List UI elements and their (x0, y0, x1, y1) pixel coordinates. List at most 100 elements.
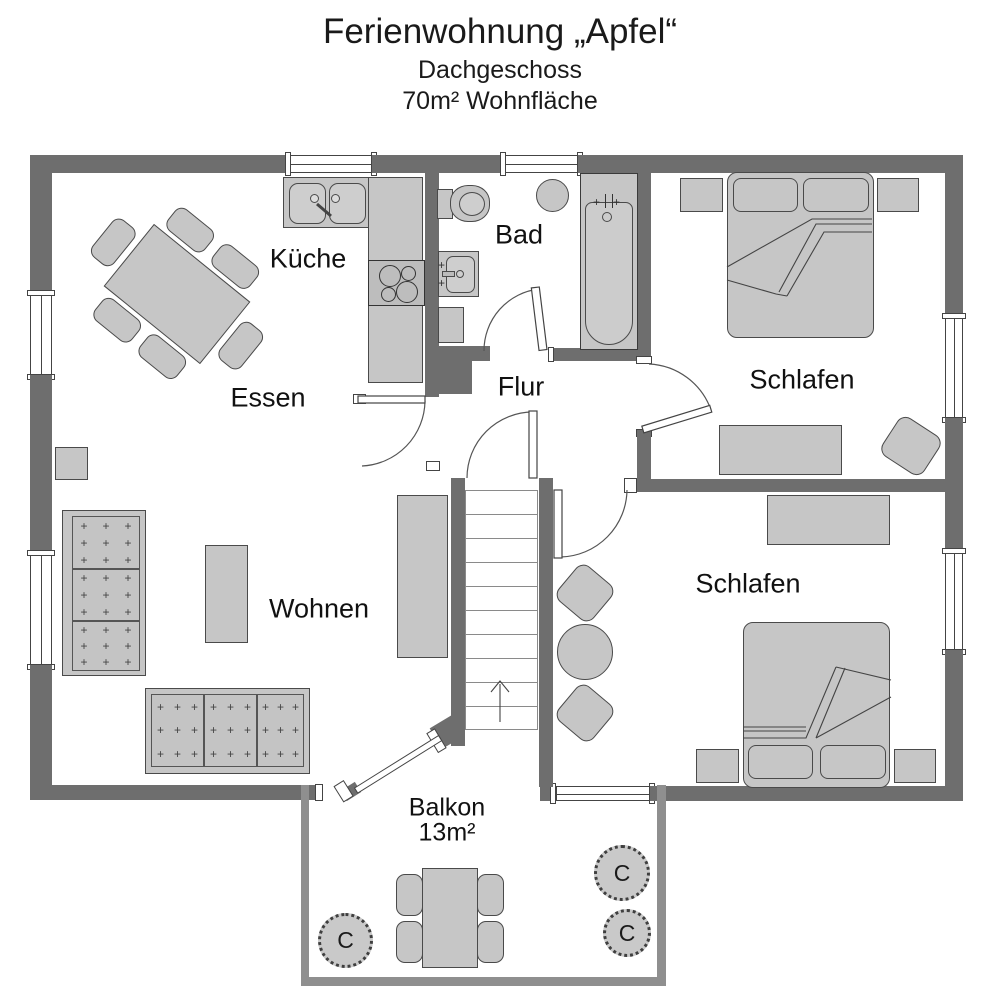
upholstery-mark: + (80, 639, 88, 653)
room-label-bad: Bad (494, 219, 544, 250)
burner-small (401, 266, 416, 281)
upholstery-mark: + (80, 587, 88, 602)
upholstery-mark: + (124, 535, 132, 550)
plant-label: C (613, 859, 631, 886)
upholstery-mark: + (80, 571, 88, 586)
bath-sink-knob (456, 270, 464, 278)
upholstery-mark: + (190, 747, 198, 762)
plant-pot: C (594, 845, 650, 901)
chair-bedroom2 (552, 680, 618, 746)
door-leaf-bedroom1 (641, 404, 713, 434)
upholstery-mark: + (124, 639, 132, 653)
upholstery-mark: + (291, 723, 299, 738)
upholstery-mark: + (102, 552, 110, 567)
wall-stairs-right (539, 478, 553, 787)
upholstery-mark: + (102, 535, 110, 550)
table-bedroom2 (557, 624, 613, 680)
room-label-balkon: Balkon (408, 793, 486, 822)
upholstery-mark: + (173, 723, 181, 738)
wall-end-angled (340, 781, 362, 802)
door-arc-bedroom2 (560, 489, 628, 558)
burner-large (379, 265, 401, 287)
door-leaf-stairs (528, 410, 538, 479)
upholstery-mark: + (226, 723, 234, 738)
bath-stool (536, 179, 569, 212)
pillow (748, 745, 813, 779)
window-cap (942, 548, 966, 554)
tap-mark: + (593, 195, 601, 209)
sofa-cushion: +++++++++ (72, 516, 140, 569)
pillow (820, 745, 886, 779)
door-arc-bath (483, 288, 540, 352)
staircase (465, 490, 538, 730)
balcony-chair (396, 921, 423, 963)
sofa-cushion: +++++++++ (257, 694, 304, 767)
upholstery-mark: + (156, 723, 164, 738)
bathtub-tap (605, 194, 613, 208)
upholstery-mark: + (209, 723, 217, 738)
window-right-bedroom2 (945, 553, 963, 650)
upholstery-mark: + (102, 623, 110, 637)
wall-bottom-bedroom2 (650, 786, 963, 801)
room-label-schlafen2: Schlafen (695, 568, 801, 599)
upholstery-mark: + (291, 699, 299, 714)
plant-label: C (337, 927, 354, 953)
dresser-bedroom2 (767, 495, 890, 545)
window-right-bedroom1 (945, 318, 963, 418)
wall-bath-bedroom1 (637, 173, 651, 361)
upholstery-mark: + (261, 699, 269, 714)
upholstery-mark: + (209, 699, 217, 714)
sink-basin-right (329, 183, 366, 224)
wall-left-3 (30, 665, 52, 798)
nightstand (696, 749, 739, 783)
upholstery-mark: + (102, 518, 110, 533)
upholstery-mark: + (261, 723, 269, 738)
upholstery-mark: + (156, 699, 164, 714)
door-leaf-bedroom2 (553, 489, 563, 559)
upholstery-mark: + (124, 604, 132, 619)
room-label-flur: Flur (497, 371, 545, 402)
room-label-kueche: Küche (269, 243, 347, 274)
window-bedroom2-balcony (556, 786, 650, 801)
window-left-living (30, 555, 52, 665)
duct-block (439, 361, 472, 394)
plant-label: C (618, 919, 636, 946)
upholstery-mark: + (243, 699, 251, 714)
balcony-chair (477, 921, 504, 963)
tap-mark: + (438, 276, 446, 290)
nightstand (894, 749, 936, 783)
chair-bedroom2 (552, 560, 618, 626)
door-leaf-balcony (353, 734, 443, 794)
burner-small (381, 287, 396, 302)
sofa-cushion: +++++++++ (151, 694, 204, 767)
wall-left-2 (30, 375, 52, 555)
bathtub-basin (585, 202, 633, 345)
tap-mark: + (613, 195, 621, 209)
window-cap (942, 313, 966, 319)
door-leaf-bath (530, 286, 548, 352)
wall-bedrooms-divider (637, 479, 947, 492)
upholstery-mark: + (173, 747, 181, 762)
tv-board (397, 495, 448, 658)
window-cap (27, 290, 55, 296)
upholstery-mark: + (243, 723, 251, 738)
upholstery-mark: + (190, 699, 198, 714)
pillow (733, 178, 798, 212)
wall-right-2 (945, 418, 963, 553)
room-label-schlafen1: Schlafen (749, 364, 855, 395)
door-frame-cap (353, 394, 366, 404)
upholstery-mark: + (102, 639, 110, 653)
upholstery-mark: + (276, 699, 284, 714)
window-cap (285, 152, 291, 176)
wall-flur-bedroom1 (637, 430, 651, 480)
upholstery-mark: + (80, 552, 88, 567)
door-leaf-dining (357, 395, 426, 404)
wall-top-1 (30, 155, 290, 173)
coffee-table (205, 545, 248, 643)
room-label-wohnen: Wohnen (268, 593, 370, 624)
bath-cabinet (438, 307, 464, 343)
wall-top-3 (578, 155, 963, 173)
page-title: Ferienwohnung „Apfel“ (322, 12, 678, 51)
window-cap (500, 152, 506, 176)
plant-pot: C (603, 909, 651, 957)
